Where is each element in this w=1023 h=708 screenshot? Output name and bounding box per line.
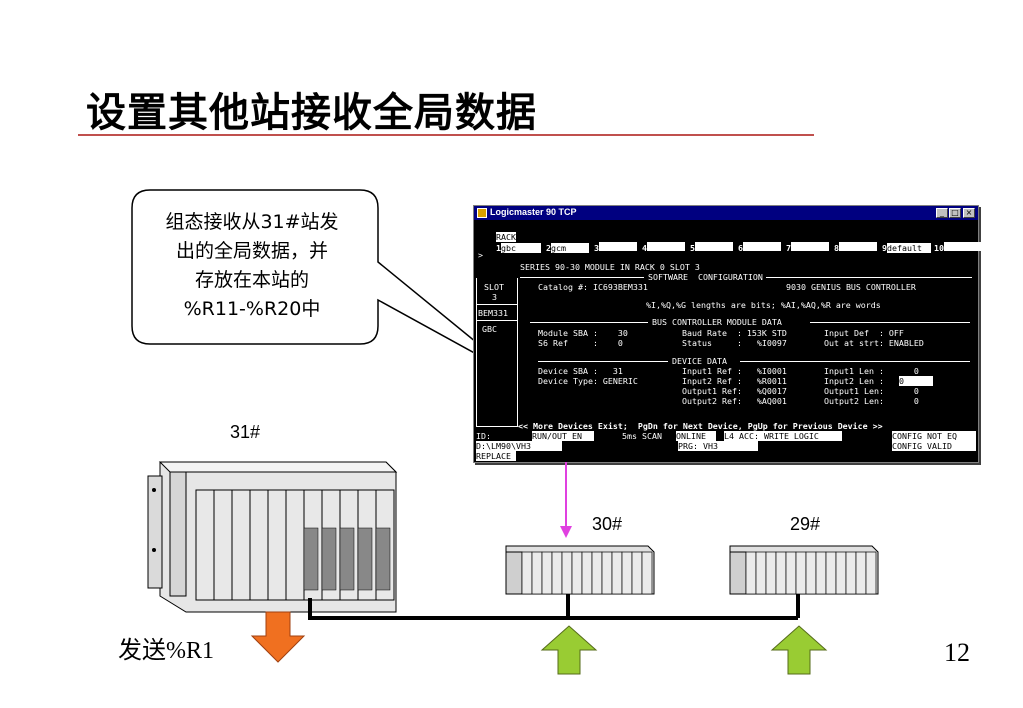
fkey-1[interactable]: 1gbc bbox=[496, 243, 546, 253]
divider bbox=[810, 322, 970, 323]
fkey-7[interactable]: 7 bbox=[786, 242, 834, 253]
fkey-2[interactable]: 2gcm bbox=[546, 243, 594, 253]
fkey-6[interactable]: 6 bbox=[738, 242, 786, 253]
slot-column bbox=[476, 278, 518, 427]
output2-ref: Output2 Ref: %AQ001 bbox=[682, 396, 787, 406]
software-config-header: SOFTWARE CONFIGURATION bbox=[648, 272, 763, 282]
divider bbox=[520, 277, 644, 278]
receive-arrow-30 bbox=[540, 625, 598, 675]
maximize-button[interactable]: □ bbox=[949, 208, 961, 218]
fkey-5[interactable]: 5 bbox=[690, 242, 738, 253]
title-underline bbox=[78, 134, 814, 136]
divider bbox=[740, 361, 970, 362]
station-30-label: 30# bbox=[592, 514, 623, 534]
fkey-10[interactable]: 10 bbox=[934, 242, 990, 253]
fkey-3[interactable]: 3 bbox=[594, 242, 642, 253]
output1-ref: Output1 Ref: %Q0017 bbox=[682, 386, 787, 396]
fkey-top-label: RACK bbox=[495, 232, 516, 242]
output1-len: Output1 Len: 0 bbox=[824, 386, 919, 396]
module-sba: Module SBA : 30 bbox=[538, 328, 628, 338]
controller-name: 9030 GENIUS BUS CONTROLLER bbox=[786, 282, 916, 292]
catalog-number: Catalog #: IC693BEM331 bbox=[538, 282, 648, 292]
slot-value: 3 bbox=[492, 292, 497, 302]
status-mode: REPLACE bbox=[476, 451, 516, 461]
device-section-header: DEVICE DATA bbox=[672, 356, 727, 366]
status-scan: 5ms SCAN bbox=[622, 431, 662, 441]
fkey-4[interactable]: 4 bbox=[642, 242, 690, 253]
divider bbox=[530, 322, 648, 323]
baud-rate: Baud Rate : 153K STD bbox=[682, 328, 787, 338]
input2-len-field[interactable]: 0 bbox=[899, 376, 933, 386]
status-access: L4 ACC: WRITE LOGIC bbox=[724, 431, 842, 441]
minimize-button[interactable]: _ bbox=[936, 208, 948, 218]
callout-line: 出的全局数据，并 bbox=[175, 240, 328, 262]
station-30-plc bbox=[505, 545, 655, 595]
station-31-label: 31# bbox=[230, 422, 261, 442]
window-title: Logicmaster 90 TCP bbox=[490, 207, 577, 217]
input1-ref: Input1 Ref : %I0001 bbox=[682, 366, 787, 376]
station-29-plc bbox=[729, 545, 879, 595]
lengths-note: %I,%Q,%G lengths are bits; %AI,%AQ,%R ar… bbox=[646, 300, 881, 310]
close-button[interactable]: × bbox=[963, 208, 975, 218]
callout-line: 存放在本站的 bbox=[194, 269, 309, 291]
command-prompt: > bbox=[478, 250, 483, 260]
station-29-label: 29# bbox=[790, 514, 821, 534]
status-config-not-eq: CONFIG NOT EQ bbox=[892, 431, 976, 441]
status-run: RUN/OUT EN bbox=[532, 431, 594, 441]
app-icon bbox=[477, 208, 487, 218]
slot-label: SLOT bbox=[484, 282, 504, 292]
send-arrow bbox=[250, 611, 306, 663]
genius-bus-cable bbox=[308, 594, 800, 620]
device-sba: Device SBA : 31 bbox=[538, 366, 623, 376]
send-label: 发送%R1 bbox=[118, 638, 214, 664]
input2-len-label: Input2 Len : bbox=[824, 376, 884, 386]
output2-len: Output2 Len: 0 bbox=[824, 396, 919, 406]
window-titlebar[interactable]: Logicmaster 90 TCP _ □ × bbox=[474, 206, 978, 220]
status-path: D:\LM90\VH3 bbox=[476, 441, 562, 451]
divider bbox=[476, 320, 517, 321]
s6-ref: S6 Ref : 0 bbox=[538, 338, 623, 348]
receive-arrow-29 bbox=[770, 625, 828, 675]
fkey-9[interactable]: 9default bbox=[882, 243, 934, 253]
callout-line: %R11-%R20中 bbox=[183, 298, 321, 320]
slide-title: 设置其他站接收全局数据 bbox=[86, 90, 537, 136]
fkey-rack-label: RACK bbox=[476, 222, 516, 252]
more-devices-hint: << More Devices Exist; PgDn for Next Dev… bbox=[518, 421, 883, 431]
module-code: BEM331 bbox=[478, 308, 508, 318]
input2-ref: Input2 Ref : %R0011 bbox=[682, 376, 787, 386]
status-config-valid: CONFIG VALID bbox=[892, 441, 976, 451]
gbc-label: GBC bbox=[482, 324, 497, 334]
status-ref: Status : %I0097 bbox=[682, 338, 787, 348]
divider bbox=[476, 304, 517, 305]
page-number: 12 bbox=[944, 638, 970, 667]
callout-line: 组态接收从31#站发 bbox=[165, 211, 339, 233]
device-type: Device Type: GENERIC bbox=[538, 376, 638, 386]
callout-text: 组态接收从31#站发 出的全局数据，并 存放在本站的 %R11-%R20中 bbox=[128, 208, 376, 324]
divider bbox=[766, 277, 972, 278]
input-def: Input Def : OFF bbox=[824, 328, 904, 338]
divider bbox=[538, 361, 668, 362]
config-arrow bbox=[560, 462, 572, 538]
input1-len: Input1 Len : 0 bbox=[824, 366, 919, 376]
status-program: PRG: VH3 bbox=[678, 441, 758, 451]
fkey-8[interactable]: 8 bbox=[834, 242, 882, 253]
series-line: SERIES 90-30 MODULE IN RACK 0 SLOT 3 bbox=[520, 262, 700, 272]
status-id: ID: bbox=[476, 431, 491, 441]
station-31-rack bbox=[147, 461, 398, 613]
out-at-start: Out at strt: ENABLED bbox=[824, 338, 924, 348]
status-online: ONLINE bbox=[676, 431, 716, 441]
bus-section-header: BUS CONTROLLER MODULE DATA bbox=[652, 317, 782, 327]
